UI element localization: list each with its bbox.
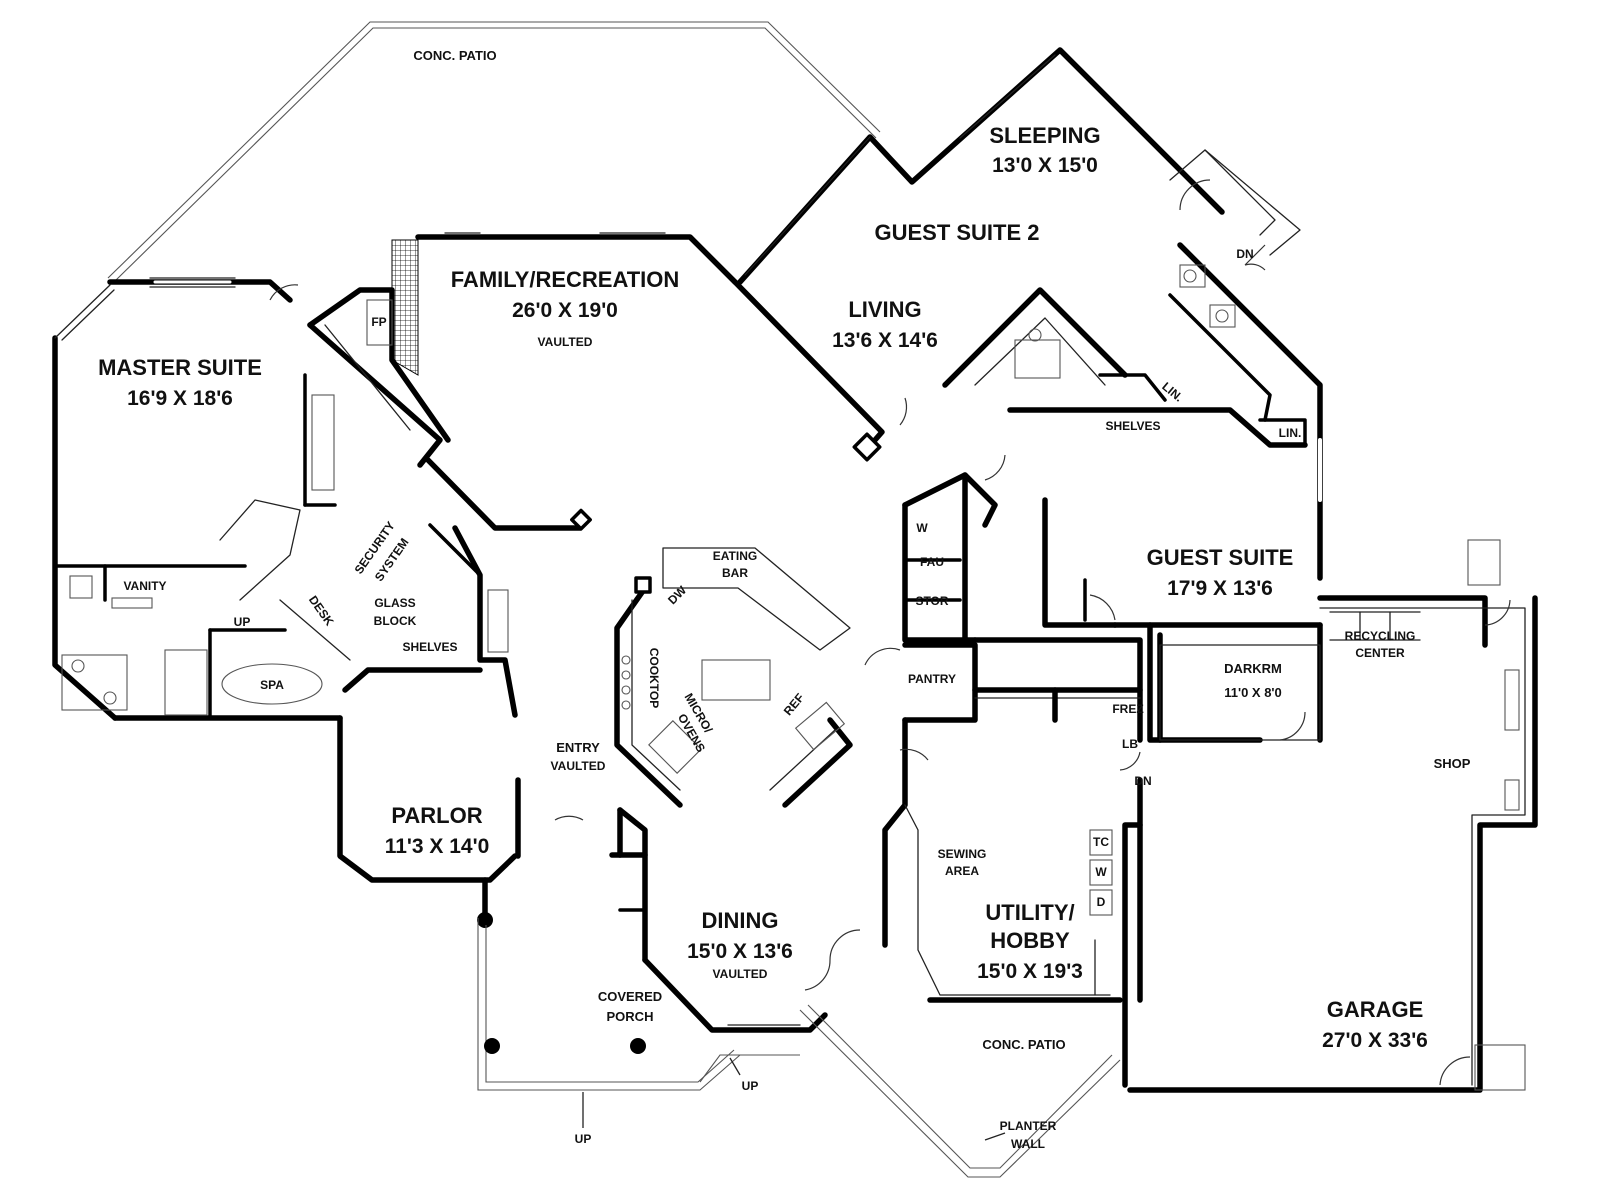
label-up-steps: UP (575, 1132, 592, 1146)
label-garage-dim: 27'0 X 33'6 (1322, 1029, 1428, 1052)
porch-and-patio-outline (477, 918, 1121, 1178)
label-shop: SHOP (1434, 756, 1471, 771)
label-bar: BAR (722, 566, 748, 580)
label-stor: STOR (915, 594, 948, 608)
label-up-porch: UP (742, 1079, 759, 1093)
label-dn-top: DN (1236, 247, 1253, 261)
label-parlor-dim: 11'3 X 14'0 (385, 835, 490, 858)
label-dining: DINING (702, 908, 779, 933)
label-wall: WALL (1011, 1137, 1045, 1151)
doors (269, 179, 1511, 1086)
label-pantry: PANTRY (908, 672, 956, 686)
east-wing-walls (882, 472, 1323, 1088)
label-ref: REF (781, 691, 807, 718)
label-recycling: RECYCLING (1345, 629, 1416, 643)
guest-suite-2-walls (737, 47, 1323, 581)
label-planter: PLANTER (1000, 1119, 1057, 1133)
label-living: LIVING (848, 297, 921, 322)
label-conc-patio-bottom: CONC. PATIO (982, 1037, 1065, 1052)
label-utility: UTILITY/ (985, 900, 1074, 925)
label-center: CENTER (1355, 646, 1405, 660)
label-desk: DESK (306, 593, 337, 629)
label-hobby: HOBBY (990, 928, 1070, 953)
label-fau: FAU (920, 555, 944, 569)
label-family: FAMILY/RECREATION (451, 267, 680, 292)
label-w-util: W (1095, 865, 1107, 879)
label-w-small: W (916, 521, 928, 535)
master-suite-walls (52, 277, 343, 721)
label-dn-mid: DN (1134, 774, 1151, 788)
label-glass: GLASS (374, 596, 415, 610)
label-frez: FREZ (1112, 702, 1143, 716)
label-living-dim: 13'6 X 14'6 (832, 329, 938, 352)
label-covered: COVERED (598, 989, 662, 1004)
room-labels: CONC. PATIO SLEEPING 13'0 X 15'0 GUEST S… (98, 48, 1471, 1151)
label-cooktop: COOKTOP (647, 648, 661, 708)
label-lin-1: LIN. (1159, 379, 1185, 404)
label-family-vaulted: VAULTED (538, 335, 593, 349)
label-guest-suite: GUEST SUITE (1147, 545, 1294, 570)
label-parlor: PARLOR (391, 803, 482, 828)
label-shelves-left: SHELVES (402, 640, 457, 654)
family-room-walls (415, 232, 885, 531)
label-darkrm: DARKRM (1224, 661, 1282, 676)
label-entry-vaulted: VAULTED (551, 759, 606, 773)
label-dw: DW (665, 583, 690, 608)
label-spa: SPA (260, 678, 284, 692)
label-guest-suite-dim: 17'9 X 13'6 (1167, 577, 1273, 600)
label-dining-dim: 15'0 X 13'6 (687, 940, 793, 963)
label-block: BLOCK (374, 614, 417, 628)
label-master: MASTER SUITE (98, 355, 262, 380)
label-d-util: D (1097, 895, 1106, 909)
label-eating: EATING (713, 549, 757, 563)
label-conc-patio-top: CONC. PATIO (413, 48, 496, 63)
fireplace (307, 239, 451, 468)
label-lin-2: LIN. (1279, 426, 1302, 440)
central-walls (279, 523, 828, 1033)
label-garage: GARAGE (1327, 997, 1424, 1022)
kitchen (614, 547, 853, 808)
label-shelves-right: SHELVES (1105, 419, 1160, 433)
label-sewing: SEWING (938, 847, 987, 861)
label-guest-suite-2: GUEST SUITE 2 (874, 220, 1039, 245)
label-dining-vaulted: VAULTED (713, 967, 768, 981)
label-darkrm-dim: 11'0 X 8'0 (1224, 685, 1282, 700)
label-vanity: VANITY (123, 579, 166, 593)
label-area: AREA (945, 864, 979, 878)
label-utility-dim: 15'0 X 19'3 (977, 960, 1083, 983)
conc-patio-top-outline (107, 21, 881, 283)
label-porch: PORCH (607, 1009, 654, 1024)
label-fp: FP (371, 315, 386, 329)
label-entry: ENTRY (556, 740, 600, 755)
label-sleeping-dim: 13'0 X 15'0 (992, 154, 1098, 177)
label-lb: LB (1122, 737, 1138, 751)
label-tc: TC (1093, 835, 1109, 849)
label-family-dim: 26'0 X 19'0 (512, 299, 618, 322)
label-up-master: UP (234, 615, 251, 629)
label-sleeping: SLEEPING (989, 123, 1100, 148)
label-master-dim: 16'9 X 18'6 (127, 387, 233, 410)
garage-walls (1127, 539, 1538, 1093)
